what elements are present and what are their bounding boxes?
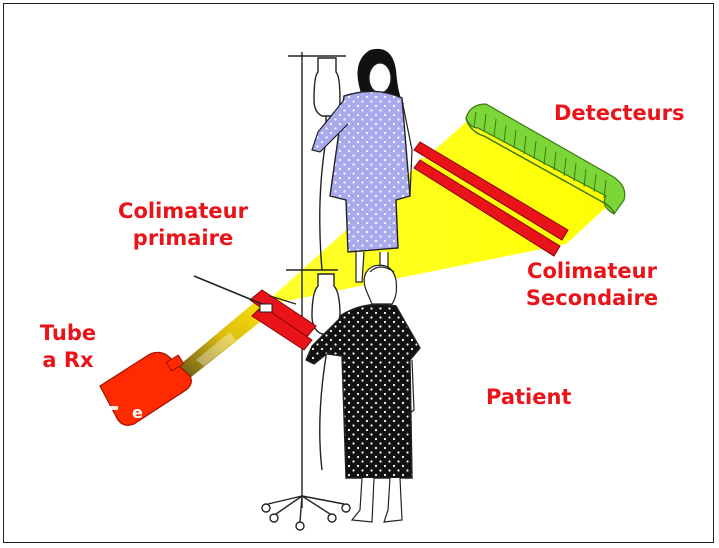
tube-beam-cone	[176, 296, 270, 378]
primary-collimator	[249, 289, 317, 351]
label-colimateur-primaire-line2: primaire	[132, 226, 234, 250]
patient-figure-bottom	[305, 264, 421, 523]
svg-text:e: e	[132, 403, 143, 422]
label-colimateur-secondaire-line1: Colimateur	[527, 259, 657, 283]
detector-array	[465, 103, 626, 215]
patient-figure-top	[311, 48, 413, 283]
label-colimateur-secondaire: Colimateur Secondaire	[512, 258, 672, 312]
label-patient: Patient	[486, 385, 572, 409]
label-detecteurs: Detecteurs	[554, 101, 685, 125]
secondary-collimator	[413, 141, 569, 257]
label-colimateur-primaire-line1: Colimateur	[118, 199, 248, 223]
iv-pole	[261, 52, 351, 531]
label-tube-line2: a Rx	[42, 348, 94, 372]
primary-collimator-pointer	[193, 275, 263, 305]
label-colimateur-secondaire-line2: Secondaire	[525, 286, 659, 310]
label-tube-rx: Tube a Rx	[28, 320, 108, 374]
x-ray-tube: e	[78, 351, 192, 426]
label-tube-line1: Tube	[39, 321, 97, 345]
label-colimateur-primaire: Colimateur primaire	[108, 198, 258, 252]
